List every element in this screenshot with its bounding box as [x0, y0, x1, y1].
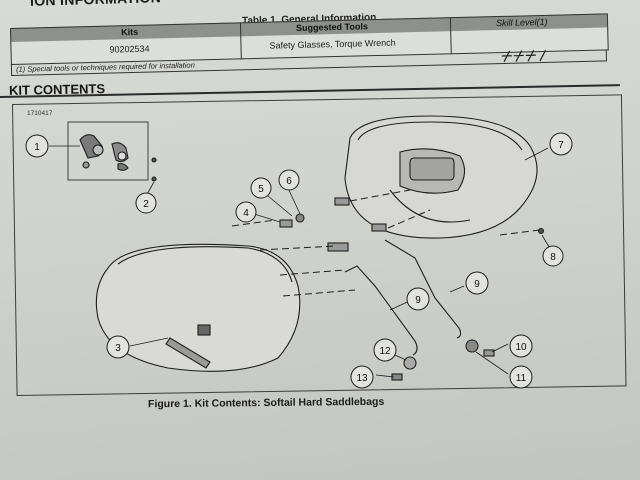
callout-circle [235, 201, 257, 223]
callout-label: 11 [516, 373, 527, 384]
callout-circle [373, 338, 397, 362]
callout-label: 6 [286, 176, 292, 187]
lock-assembly-icon [79, 134, 157, 182]
callout-label: 9 [474, 279, 480, 290]
saddlebag-left [95, 243, 301, 372]
mounting-hardware [279, 197, 545, 381]
callout-circle [25, 134, 49, 158]
saddlebag-right [344, 115, 538, 239]
callout-label: 1 [34, 142, 40, 153]
callout-circle [509, 334, 533, 358]
strap-lower [344, 265, 418, 356]
callout-circle [406, 287, 430, 311]
callout-label: 13 [356, 373, 368, 384]
callout-label: 5 [258, 184, 264, 195]
callout-circle [465, 271, 489, 295]
callout-circle [509, 365, 533, 389]
callout-circle [350, 365, 374, 389]
callout-label: 2 [143, 199, 149, 210]
callout-label: 7 [558, 140, 564, 151]
callout-label: 3 [115, 343, 121, 354]
drawing-id: 1710417 [27, 110, 53, 117]
general-information-table: Kits Suggested Tools Skill Level(1) 9020… [10, 13, 609, 78]
callout-label: 12 [379, 346, 391, 357]
callout-circle [135, 192, 157, 214]
callout-circle [542, 245, 564, 267]
callout-label: 10 [515, 342, 527, 353]
callout-label: 9 [415, 295, 421, 306]
callout-circle [106, 335, 130, 359]
callout-label: 4 [243, 208, 249, 219]
callout-circle [278, 169, 300, 191]
table-row: 90202534 Safety Glasses, Torque Wrench [10, 27, 609, 65]
figure-caption: Figure 1. Kit Contents: Softail Hard Sad… [147, 395, 385, 411]
skill-level-icon [501, 49, 547, 63]
lock-inset-box [67, 121, 149, 181]
callout-circle [250, 177, 272, 199]
strap-upper [384, 239, 462, 339]
callout-circle [549, 132, 573, 156]
callout-label: 8 [550, 252, 556, 263]
